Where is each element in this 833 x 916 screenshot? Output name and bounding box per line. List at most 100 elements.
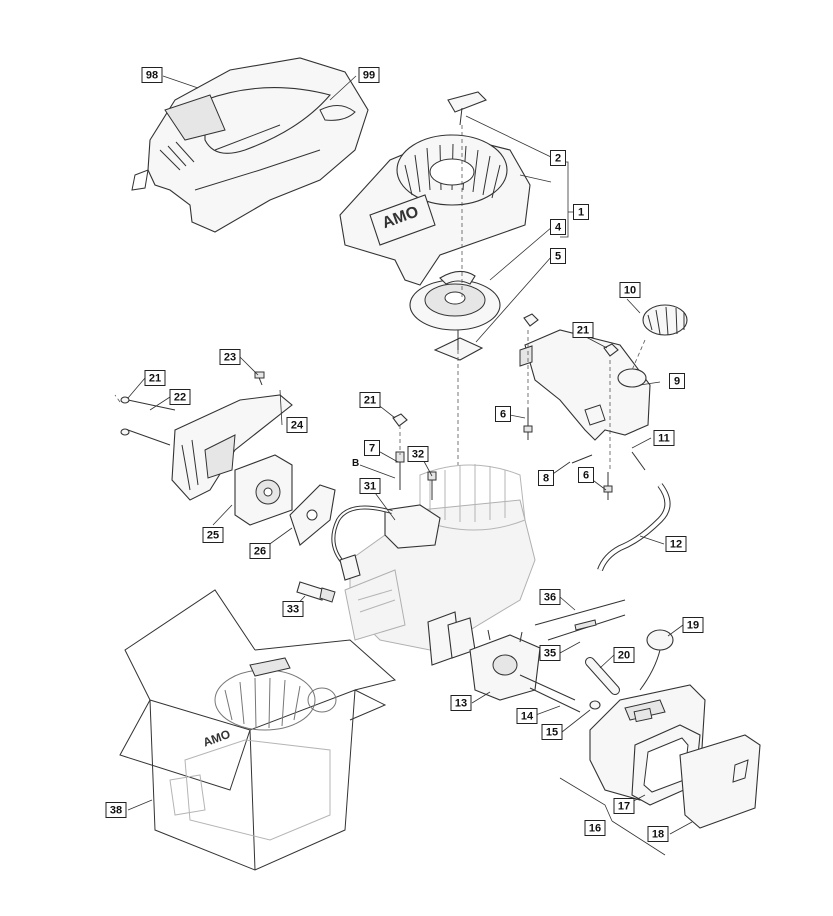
- callout-5: 5: [550, 248, 566, 264]
- callout-label: 11: [658, 433, 670, 445]
- callout-box: [359, 392, 381, 408]
- callout-21: 21: [144, 370, 166, 386]
- callout-7: 7: [364, 440, 380, 456]
- callout-box: [538, 470, 554, 486]
- muffler-part: [234, 454, 293, 526]
- callout-26: 26: [249, 543, 271, 559]
- callout-box: [450, 695, 472, 711]
- callout-box: [219, 349, 241, 365]
- callout-12: 12: [665, 536, 687, 552]
- callout-box: [516, 708, 538, 724]
- callout-box: [141, 67, 163, 83]
- callout-label: 21: [149, 373, 161, 385]
- callout-label: 33: [287, 604, 299, 616]
- spark-plug-part: [296, 581, 336, 603]
- callout-label: 16: [589, 823, 601, 835]
- starter-handle-part: [447, 91, 487, 126]
- callout-16: 16: [584, 820, 606, 836]
- primer-bulb-part: [639, 629, 674, 691]
- starter-pawl-part: [433, 330, 484, 361]
- callout-label: 10: [624, 285, 636, 297]
- callout-box: [249, 543, 271, 559]
- callout-38: 38: [105, 802, 127, 818]
- callout-label: 7: [369, 443, 375, 455]
- callout-17: 17: [613, 798, 635, 814]
- callout-8: 8: [538, 470, 554, 486]
- callout-10: 10: [619, 282, 641, 298]
- callout-box: [572, 322, 594, 338]
- muffler-studs: [120, 371, 265, 446]
- callout-label: 99: [363, 70, 375, 82]
- callout-label: 20: [618, 650, 630, 662]
- carburetor-part: [427, 611, 541, 701]
- callout-1: 1: [573, 204, 589, 220]
- callout-label: 2: [555, 153, 561, 165]
- callout-box: [682, 617, 704, 633]
- callout-label: 1: [578, 207, 584, 219]
- callout-label: 23: [224, 352, 236, 364]
- callout-box: [619, 282, 641, 298]
- callout-label: 12: [670, 539, 682, 551]
- callout-box: [573, 204, 589, 220]
- callout-box: [550, 150, 566, 166]
- callout-label: 17: [618, 801, 630, 813]
- callout-label: 5: [555, 251, 561, 263]
- breather-hose-part: [585, 657, 620, 695]
- callout-label: 4: [555, 222, 562, 234]
- callout-box: [407, 446, 429, 462]
- muffler-shield-part: [171, 394, 293, 501]
- callout-13: 13: [450, 695, 472, 711]
- callout-label: 15: [546, 727, 558, 739]
- callout-label: 6: [500, 409, 506, 421]
- callout-label: 21: [577, 325, 589, 337]
- callout-box: [286, 417, 308, 433]
- muffler-gasket-part: [289, 484, 336, 546]
- callout-33: 33: [282, 601, 304, 617]
- callout-24: 24: [286, 417, 308, 433]
- callout-label: 36: [544, 592, 556, 604]
- callout-label: 8: [543, 473, 549, 485]
- callout-14: 14: [516, 708, 538, 724]
- callout-box: [550, 248, 566, 264]
- callout-box: [584, 820, 606, 836]
- callout-label: 32: [412, 449, 424, 461]
- callout-box: [105, 802, 127, 818]
- callout-label: 19: [687, 620, 699, 632]
- callout-15: 15: [541, 724, 563, 740]
- callout-box: [550, 219, 566, 235]
- callout-31: 31: [359, 478, 381, 494]
- callout-18: 18: [647, 826, 669, 842]
- fuel-hose-part: [597, 483, 671, 572]
- callout-label: 9: [674, 376, 680, 388]
- callout-box: [202, 527, 224, 543]
- callout-22: 22: [169, 389, 191, 405]
- callout-4: 4: [550, 219, 566, 235]
- callout-label: 24: [291, 420, 304, 432]
- callout-box: [169, 389, 191, 405]
- starter-housing-part: AMO: [339, 134, 531, 286]
- callout-label: 98: [146, 70, 158, 82]
- callout-label: 35: [544, 648, 556, 660]
- callout-25: 25: [202, 527, 224, 543]
- air-filter-cover-part: [679, 734, 761, 829]
- callout-box: [578, 467, 594, 483]
- callout-6: 6: [495, 406, 511, 422]
- callout-35: 35: [539, 645, 561, 661]
- callout-21: 21: [572, 322, 594, 338]
- starter-pulley-part: [409, 270, 501, 331]
- callout-label: 38: [110, 805, 122, 817]
- assembly-lines: [114, 125, 646, 472]
- callout-box: [359, 478, 381, 494]
- callout-label: 31: [364, 481, 376, 493]
- callout-20: 20: [613, 647, 635, 663]
- fuel-tank-part: [519, 329, 651, 441]
- callout-box: [364, 440, 380, 456]
- callout-label: 18: [652, 829, 664, 841]
- callout-box: [647, 826, 669, 842]
- callout-label: 22: [174, 392, 186, 404]
- callout-99: 99: [358, 67, 380, 83]
- callout-9: 9: [669, 373, 685, 389]
- engine-cover-part: [131, 57, 369, 233]
- callout-label: 14: [521, 711, 534, 723]
